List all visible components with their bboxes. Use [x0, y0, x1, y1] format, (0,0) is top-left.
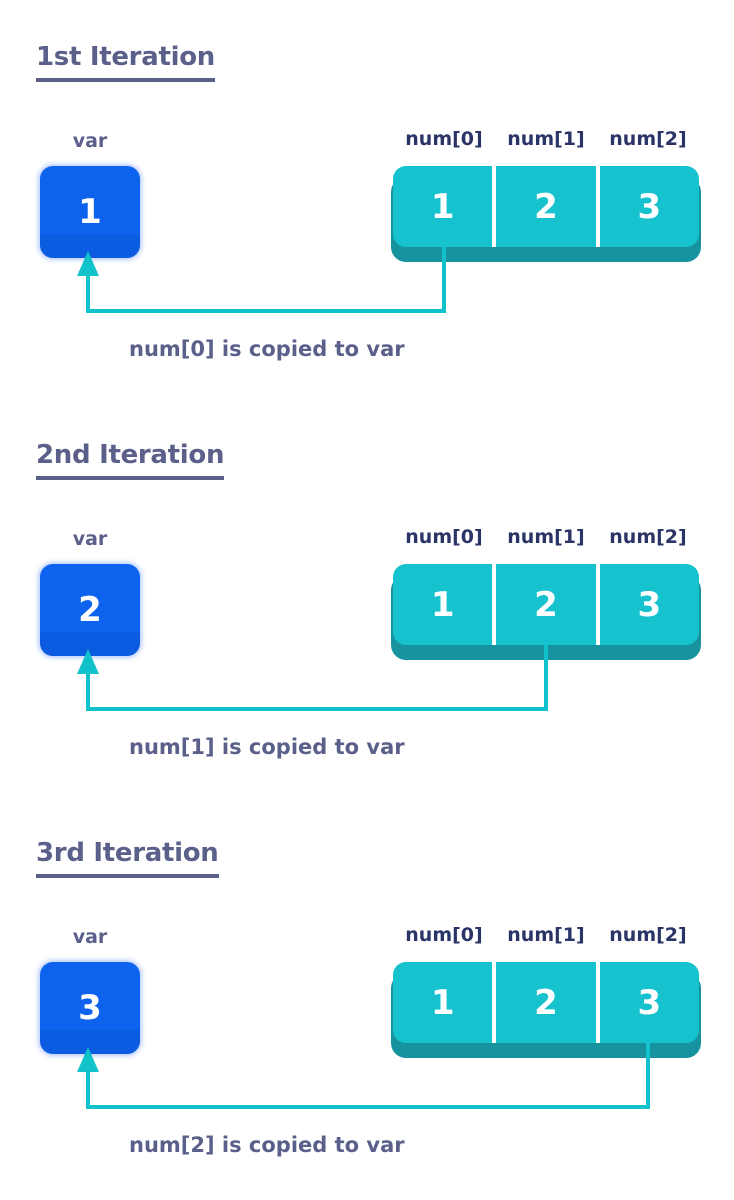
array-cell-value: 2	[534, 186, 558, 227]
section-title: 2nd Iteration	[36, 440, 224, 480]
array-cell-value: 1	[430, 982, 455, 1023]
array-cell-value: 3	[637, 186, 662, 227]
array-index-label-0: num[0]	[405, 128, 483, 150]
var-value: 3	[78, 988, 102, 1028]
array-cell-value: 3	[637, 982, 662, 1023]
array-index-label-1: num[1]	[507, 526, 585, 548]
array-index-label-1: num[1]	[507, 924, 585, 946]
var-label: var	[72, 130, 108, 152]
array-index-labels: num[0] num[1] num[2]	[393, 526, 699, 548]
var-box: 3	[40, 962, 140, 1054]
array-box: 1 2 3	[393, 564, 699, 645]
array-cell-0: 1	[393, 166, 492, 247]
array-index-label-2: num[2]	[609, 128, 687, 150]
array-cell-value: 3	[637, 584, 662, 625]
array-box: 1 2 3	[393, 962, 699, 1043]
array-box: 1 2 3	[393, 166, 699, 247]
var-label: var	[72, 528, 108, 550]
array-index-labels: num[0] num[1] num[2]	[393, 924, 699, 946]
section-title: 1st Iteration	[36, 42, 215, 82]
var-box: 1	[40, 166, 140, 258]
array-index-label-0: num[0]	[405, 924, 483, 946]
array-cell-0: 1	[393, 962, 492, 1043]
var-label: var	[72, 926, 108, 948]
caption: num[1] is copied to var	[129, 735, 405, 759]
var-value: 2	[78, 590, 102, 630]
iteration-section-2: 2nd Iteration var 2 num[0] num[1] num[2]…	[0, 398, 734, 798]
caption: num[0] is copied to var	[129, 337, 405, 361]
array-index-label-1: num[1]	[507, 128, 585, 150]
caption: num[2] is copied to var	[129, 1133, 405, 1157]
var-value: 1	[78, 192, 102, 232]
array-index-label-0: num[0]	[405, 526, 483, 548]
array-cell-value: 2	[534, 584, 558, 625]
array-cell-2: 3	[595, 564, 699, 645]
array-cell-2: 3	[595, 962, 699, 1043]
array-cell-1: 2	[492, 962, 595, 1043]
array-cell-value: 1	[430, 584, 455, 625]
array-index-label-2: num[2]	[609, 526, 687, 548]
array-cell-value: 2	[534, 982, 558, 1023]
array-cell-1: 2	[492, 166, 595, 247]
array-cell-value: 1	[430, 186, 455, 227]
array-cell-1: 2	[492, 564, 595, 645]
var-box: 2	[40, 564, 140, 656]
iteration-section-3: 3rd Iteration var 3 num[0] num[1] num[2]…	[0, 796, 734, 1196]
array-index-label-2: num[2]	[609, 924, 687, 946]
array-cell-0: 1	[393, 564, 492, 645]
array-cell-2: 3	[595, 166, 699, 247]
array-index-labels: num[0] num[1] num[2]	[393, 128, 699, 150]
section-title: 3rd Iteration	[36, 838, 219, 878]
iteration-section-1: 1st Iteration var 1 num[0] num[1] num[2]…	[0, 0, 734, 400]
